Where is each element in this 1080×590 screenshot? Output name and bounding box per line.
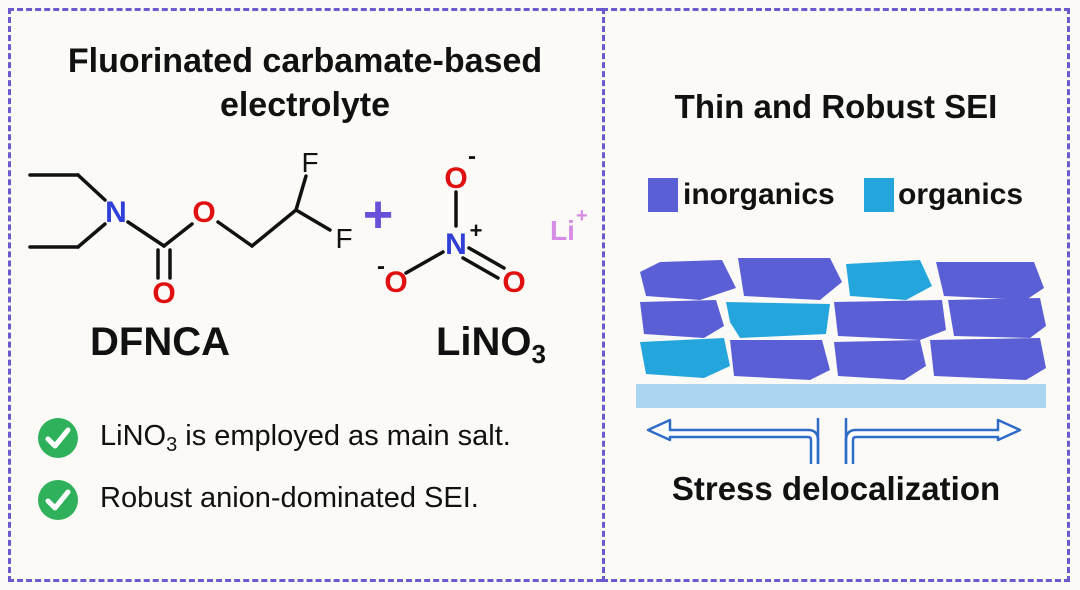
dfnca-label: DFNCA: [90, 320, 230, 364]
arrow-stem: [816, 418, 848, 464]
substrate-layer: [636, 384, 1046, 408]
right-panel: [602, 8, 1070, 582]
checkmark-icon: [45, 427, 71, 449]
charge-o-left: -: [377, 253, 385, 280]
left-title-line2: electrolyte: [219, 86, 391, 124]
nitrate-atoms: O - N + O - O: [377, 143, 526, 299]
legend-label-inorganics: inorganics: [683, 178, 835, 211]
charge-o-top: -: [468, 143, 476, 170]
atom-o-top: O: [444, 162, 467, 195]
dfnca-atoms: N O O F F: [105, 147, 352, 310]
sei-block-inorganic: [730, 340, 830, 380]
charge-n: +: [470, 218, 483, 243]
atom-n-nitrate: N: [445, 228, 467, 261]
lino3-label: LiNO3: [436, 320, 546, 370]
li-ion-label: Li: [550, 215, 575, 246]
li-ion-charge: +: [576, 205, 588, 227]
sei-blocks: [640, 258, 1046, 380]
right-title: Thin and Robust SEI: [674, 88, 998, 125]
sei-block-inorganic: [936, 262, 1044, 300]
sei-block-organic: [640, 338, 730, 378]
atom-o-double: O: [152, 277, 175, 310]
checkmark-icon: [45, 489, 71, 511]
legend-label-organics: organics: [898, 178, 1024, 211]
legend-swatch-inorganics: [648, 178, 678, 212]
left-arrow-icon: [646, 418, 820, 464]
bullet-robust-sei: Robust anion-dominated SEI.: [100, 482, 479, 514]
sei-block-inorganic: [948, 298, 1046, 338]
legend-swatch-organics: [864, 178, 894, 212]
left-title-line1: Fluorinated carbamate-based: [67, 42, 543, 80]
plus-sign: +: [363, 186, 393, 244]
dfnca-bonds: [28, 173, 332, 280]
sei-block-inorganic: [738, 258, 842, 300]
lino3-label-sub: 3: [531, 339, 547, 369]
sei-block-inorganic: [640, 300, 724, 338]
atom-f2: F: [335, 223, 352, 254]
atom-o-ring: O: [192, 196, 215, 229]
check-circle-icon: [38, 480, 78, 520]
sei-block-inorganic: [834, 300, 946, 340]
bullet-1-post: is employed as main salt.: [177, 420, 511, 452]
li-ion: Li +: [550, 205, 588, 246]
left-panel: [8, 8, 602, 582]
atom-o-left: O: [384, 266, 407, 299]
bullet-main-salt: LiNO3 is employed as main salt.: [100, 420, 511, 457]
sei-block-inorganic: [640, 260, 736, 300]
sei-block-inorganic: [930, 338, 1046, 380]
lino3-label-main: LiNO: [436, 320, 532, 364]
stress-arrows: [646, 418, 1022, 464]
sei-block-organic: [726, 302, 830, 338]
stress-delocalization-label: Stress delocalization: [671, 470, 1001, 507]
right-arrow-icon: [844, 418, 1022, 464]
atom-n: N: [105, 196, 127, 229]
nitrate-bonds: [404, 190, 506, 280]
atom-f1: F: [301, 147, 318, 178]
bullet-1-sub: 3: [166, 434, 178, 456]
bullet-1-pre: LiNO: [100, 420, 167, 452]
sei-block-inorganic: [834, 340, 926, 380]
atom-o-right: O: [502, 266, 525, 299]
check-circle-icon: [38, 418, 78, 458]
sei-block-organic: [846, 260, 932, 300]
